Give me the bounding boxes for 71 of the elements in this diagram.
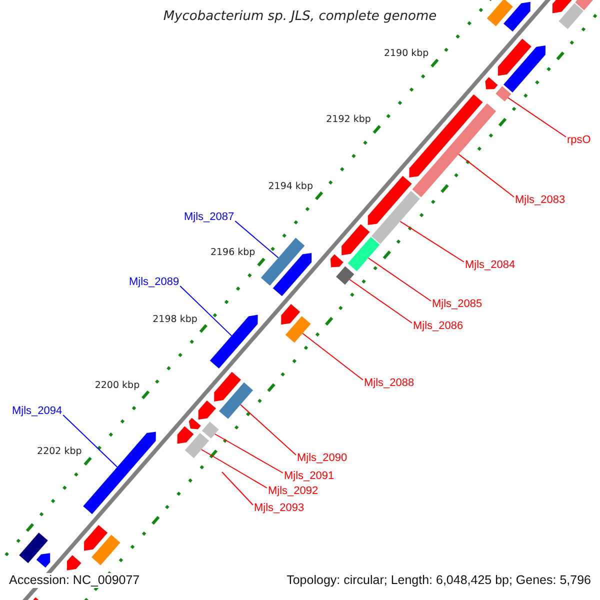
gene-feature	[371, 190, 420, 244]
leader-line	[222, 472, 254, 506]
gene-label: Mjls_2086	[413, 320, 464, 333]
gene-label: Mjls_2085	[432, 298, 482, 311]
gene-feature	[184, 432, 209, 458]
gene-feature	[504, 46, 546, 92]
gene-feature	[188, 418, 201, 430]
gene-feature	[36, 553, 50, 568]
gene-label: Mjls_2091	[284, 470, 334, 483]
gene-feature	[260, 238, 305, 286]
gene-feature	[19, 532, 48, 564]
gene-label: Mjls_2083	[515, 194, 566, 207]
leader-line	[240, 404, 296, 456]
gene-label: Mjls_2093	[254, 502, 304, 515]
leader-line	[349, 279, 412, 324]
gene-feature	[219, 382, 253, 419]
gene-feature	[552, 0, 574, 14]
gene-label: Mjls_2087	[184, 211, 234, 224]
gene-feature	[486, 0, 513, 26]
gene-feature	[83, 432, 156, 514]
leader-line	[214, 434, 284, 474]
tick-label: 2190 kbp	[384, 47, 429, 60]
accession-text: Accession: NC_009077	[7, 573, 142, 588]
gene-label: Mjls_2088	[364, 377, 414, 390]
leader-line	[507, 97, 566, 138]
gene-feature	[368, 176, 412, 225]
tick-label: 2194 kbp	[268, 180, 313, 193]
gene-feature	[202, 422, 219, 438]
leader-line	[302, 332, 364, 380]
gene-feature	[558, 3, 584, 30]
gene-label: rpsO	[567, 134, 591, 147]
gene-feature	[330, 254, 344, 268]
gene-feature	[485, 77, 498, 90]
gene-label: Mjls_2092	[268, 485, 318, 498]
leader-line	[458, 154, 514, 198]
gene-feature	[409, 94, 483, 178]
leader-line	[368, 258, 432, 302]
gene-feature	[214, 372, 241, 402]
gene-feature	[504, 2, 530, 32]
leader-line	[62, 414, 118, 468]
leader-line	[400, 220, 464, 262]
tick-label: 2200 kbp	[94, 378, 140, 392]
gene-label: Mjls_2094	[12, 405, 62, 418]
leader-line	[180, 286, 232, 336]
gene-feature	[210, 314, 258, 368]
leader-line	[200, 449, 268, 488]
leader-line	[234, 220, 279, 258]
gene-feature	[281, 304, 300, 325]
gene-feature	[198, 400, 216, 420]
gene-label: Mjls_2089	[129, 276, 180, 289]
gene-feature	[348, 236, 380, 272]
gene-label: Mjls_2084	[465, 259, 516, 272]
gene-label: Mjls_2090	[297, 452, 348, 465]
title: Mycobacterium sp. JLS, complete genome	[163, 9, 437, 24]
gene-feature	[177, 426, 194, 444]
tick-label: 2198 kbp	[152, 312, 198, 326]
gene-feature	[285, 316, 311, 343]
tick-label: 2202 kbp	[37, 445, 82, 458]
gene-feature	[412, 103, 496, 198]
gene-feature	[92, 534, 120, 566]
tick-label: 2196 kbp	[210, 246, 256, 260]
gene-feature	[498, 38, 532, 76]
tick-label: 2192 kbp	[326, 113, 371, 126]
gene-feature	[575, 0, 594, 10]
gene-feature	[84, 525, 108, 551]
gene-feature	[342, 224, 370, 256]
gene-feature	[272, 253, 312, 296]
gene-feature	[336, 266, 354, 285]
gene-feature	[496, 86, 512, 102]
genome-summary: Topology: circular; Length: 6,048,425 bp; Genes: 5,796	[284, 573, 593, 588]
gene-feature	[66, 555, 82, 570]
